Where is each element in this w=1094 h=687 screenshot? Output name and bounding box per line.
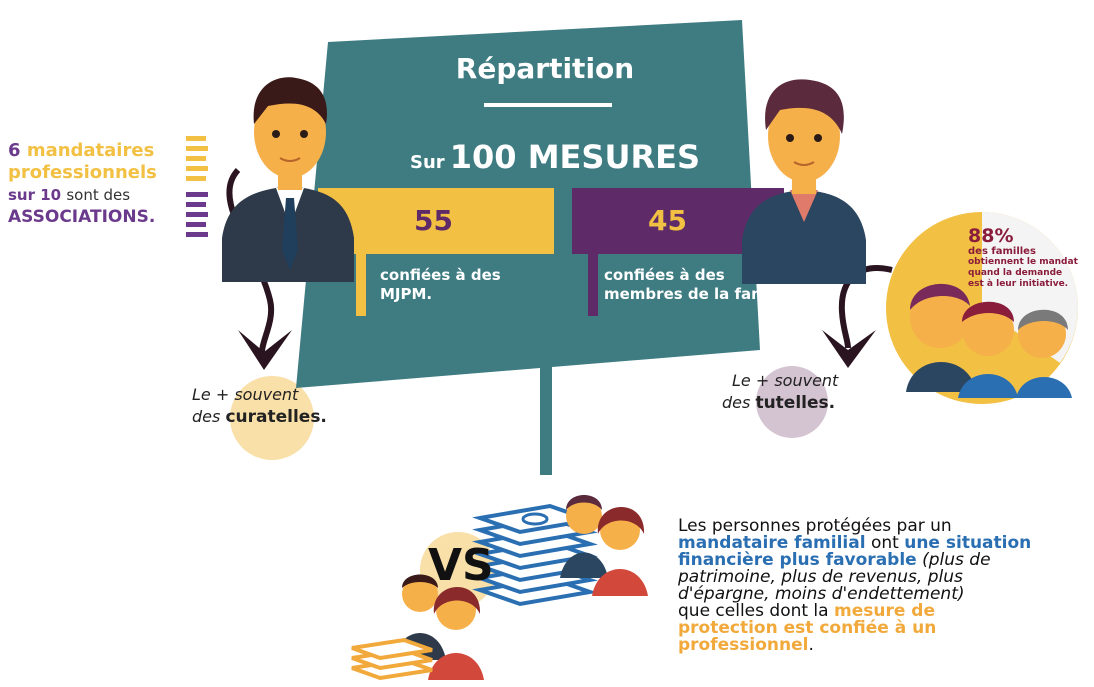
tutelles-bg-circle: [756, 366, 828, 438]
vs-label: VS: [428, 540, 494, 591]
assoc-sont-des: sont des: [66, 186, 131, 204]
families-stat: 88% des familles obtiennent le mandat qu…: [968, 226, 1078, 290]
man-figure-left: [222, 77, 354, 282]
comparison-line3: financière plus favorable (plus de: [678, 552, 1078, 569]
comparison-line1: Les personnes protégées par un: [678, 516, 952, 536]
left-stat-label-line1: confiées à des: [380, 266, 501, 284]
curatelles-line1: Le + souvent: [192, 385, 299, 404]
association-stripes: [186, 136, 208, 237]
headline-main: 100 MESURES: [449, 138, 700, 176]
assoc-sur-10: sur 10: [8, 186, 62, 204]
comparison-financiere: financière plus favorable: [678, 550, 917, 570]
families-percent: 88%: [968, 225, 1014, 247]
right-stat-label-line1: confiées à des: [604, 266, 725, 284]
panel-stem: [540, 340, 552, 475]
curatelles-bg-circle: [230, 376, 314, 460]
families-line2: obtiennent le mandat: [968, 257, 1078, 267]
left-stat-value: 55: [414, 204, 453, 237]
yellow-bar: [318, 188, 554, 254]
assoc-mandataires: mandataires: [26, 140, 155, 161]
curatelles-pre: des: [192, 407, 221, 426]
comparison-epargne: d'épargne, moins d'endettement): [678, 584, 965, 604]
right-arrow-head: [822, 330, 876, 368]
purple-bar-tick: [588, 254, 598, 316]
families-line1: des familles: [968, 246, 1036, 257]
yellow-bar-tick: [356, 254, 366, 316]
families-line3: quand la demande: [968, 268, 1063, 278]
associations-block: 6 mandataires professionnels sur 10 sont…: [8, 140, 183, 228]
left-stat-label-line2: MJPM.: [380, 285, 433, 303]
man-figure-right: [742, 79, 866, 284]
couple-top-figure: [560, 495, 648, 596]
comparison-period: .: [808, 635, 814, 655]
comparison-mesure: mesure de: [833, 601, 935, 621]
title-underline: [484, 103, 612, 107]
comparison-mandataire: mandataire familial: [678, 533, 866, 553]
right-stat-label: confiées à des membres de la famille.: [604, 266, 798, 304]
comparison-line2: mandataire familial ont une situation: [678, 535, 1078, 552]
headline: Sur 100 MESURES: [380, 138, 730, 176]
left-stat-label: confiées à des MJPM.: [380, 266, 501, 304]
left-arrow-head: [238, 330, 292, 370]
comparison-line6: que celles dont la mesure de: [678, 603, 1078, 620]
tutelles-pre: des: [722, 393, 751, 412]
assoc-professionnels: professionnels: [8, 162, 157, 183]
comparison-que-celles: que celles dont la: [678, 601, 834, 621]
left-arrow-line: [226, 167, 275, 353]
right-stat-value: 45: [648, 204, 687, 237]
panel-title: Répartition: [455, 52, 635, 85]
curatelles-strong: curatelles.: [225, 407, 327, 427]
comparison-professionnel: professionnel: [678, 635, 809, 655]
families-line4: est à leur initiative.: [968, 279, 1069, 289]
assoc-number: 6: [8, 140, 21, 161]
money-stack-orange-icon: [351, 637, 433, 681]
right-arrow-line: [838, 265, 893, 349]
family-circle: [886, 212, 1078, 404]
comparison-line8: professionnel.: [678, 637, 1078, 654]
comparison-paragraph: Les personnes protégées par un mandatair…: [678, 518, 1078, 654]
tutelles-line1: Le + souvent: [732, 371, 839, 390]
comparison-patrimoine: patrimoine, plus de revenus, plus: [678, 567, 963, 587]
headline-prefix: Sur: [410, 152, 445, 173]
comparison-ont: ont: [865, 533, 905, 553]
right-stat-label-line2: membres de la famille.: [604, 285, 799, 303]
comparison-protection: protection est confiée à un: [678, 618, 937, 638]
comparison-plus-de: (plus de: [916, 550, 991, 570]
tutelles-strong: tutelles.: [755, 393, 836, 413]
comparison-situation: une situation: [904, 533, 1032, 553]
assoc-associations: ASSOCIATIONS.: [8, 207, 156, 227]
tutelles-caption: Le + souvent des tutelles.: [722, 370, 839, 414]
curatelles-caption: Le + souvent des curatelles.: [192, 384, 327, 428]
